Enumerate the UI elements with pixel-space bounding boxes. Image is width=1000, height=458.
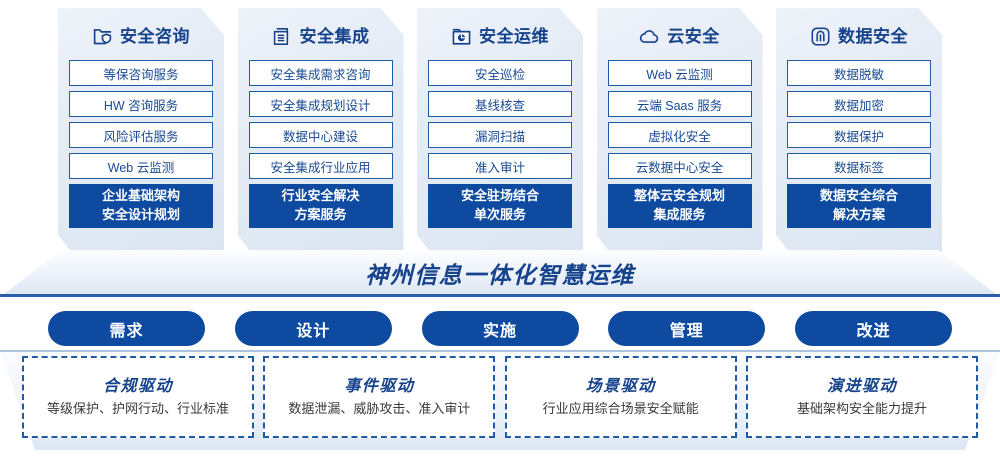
panel-item[interactable]: 基线核查	[428, 91, 572, 117]
panel-security-operations[interactable]: 安全运维 安全巡检 基线核查 漏洞扫描 准入审计 安全驻场结合单次服务	[417, 8, 583, 252]
driver-title: 事件驱动	[344, 378, 415, 395]
cloud-icon	[639, 26, 660, 47]
panel-item[interactable]: 数据脱敏	[787, 60, 931, 86]
banner-bottom-edge	[0, 294, 1000, 297]
drivers-top-edge	[0, 350, 1000, 352]
driver-title: 场景驱动	[585, 378, 656, 395]
panel-security-consulting[interactable]: 安全咨询 等保咨询服务 HW 咨询服务 风险评估服务 Web 云监测 企业基础架…	[58, 8, 224, 252]
panel-footer[interactable]: 整体云安全规划集成服务	[607, 184, 752, 228]
stage-pill-design[interactable]: 设计	[234, 311, 392, 346]
panel-item[interactable]: 云端 Saas 服务	[607, 91, 752, 117]
panel-title: 安全集成	[299, 26, 370, 46]
panel-title: 数据安全	[838, 26, 908, 46]
driver-scenario[interactable]: 场景驱动 行业应用综合场景安全赋能	[504, 356, 737, 438]
panel-item[interactable]: 等保咨询服务	[69, 60, 213, 86]
panel-item[interactable]: 安全集成规划设计	[248, 91, 393, 117]
panel-item[interactable]: Web 云监测	[607, 60, 752, 86]
panel-footer[interactable]: 安全驻场结合单次服务	[428, 184, 572, 228]
panel-item-list: 安全集成需求咨询 安全集成规划设计 数据中心建设 安全集成行业应用	[248, 60, 393, 179]
panel-header: 安全集成	[272, 22, 370, 50]
panel-item[interactable]: 安全集成行业应用	[248, 153, 393, 179]
driver-title: 演进驱动	[826, 378, 897, 395]
panel-footer[interactable]: 企业基础架构安全设计规划	[69, 184, 213, 228]
panel-item[interactable]: 风险评估服务	[69, 122, 213, 148]
stacked-servers-icon	[272, 26, 293, 47]
stage-pill-implementation[interactable]: 实施	[421, 311, 579, 346]
stage-pill-management[interactable]: 管理	[608, 311, 766, 346]
panel-header: 云安全	[639, 22, 720, 50]
panel-item-list: 等保咨询服务 HW 咨询服务 风险评估服务 Web 云监测	[69, 60, 213, 179]
stage-pill-improvement[interactable]: 改进	[795, 311, 952, 346]
drivers-list: 合规驱动 等级保护、护网行动、行业标准 事件驱动 数据泄漏、威胁攻击、准入审计 …	[22, 356, 978, 438]
panel-security-integration[interactable]: 安全集成 安全集成需求咨询 安全集成规划设计 数据中心建设 安全集成行业应用 行…	[237, 8, 404, 252]
platform-banner: 神州信息一体化智慧运维	[0, 250, 1000, 297]
panel-item[interactable]: 准入审计	[428, 153, 572, 179]
panel-item[interactable]: 云数据中心安全	[607, 153, 752, 179]
panel-footer[interactable]: 数据安全综合解决方案	[787, 184, 931, 228]
folder-clock-icon	[451, 26, 472, 47]
panel-item-list: 数据脱敏 数据加密 数据保护 数据标签	[787, 60, 931, 179]
driver-compliance[interactable]: 合规驱动 等级保护、护网行动、行业标准	[22, 356, 254, 438]
panel-item[interactable]: 虚拟化安全	[607, 122, 752, 148]
panel-data-security[interactable]: 数据安全 数据脱敏 数据加密 数据保护 数据标签 数据安全综合解决方案	[776, 8, 942, 252]
driver-description: 数据泄漏、威胁攻击、准入审计	[288, 401, 471, 416]
panel-item[interactable]: 数据标签	[787, 153, 931, 179]
fingerprint-icon	[810, 26, 831, 47]
category-panels: 安全咨询 等保咨询服务 HW 咨询服务 风险评估服务 Web 云监测 企业基础架…	[58, 8, 942, 252]
panel-item[interactable]: HW 咨询服务	[69, 91, 213, 117]
driver-incident[interactable]: 事件驱动 数据泄漏、威胁攻击、准入审计	[263, 356, 496, 438]
panel-item-list: 安全巡检 基线核查 漏洞扫描 准入审计	[428, 60, 572, 179]
panel-title: 云安全	[667, 26, 720, 46]
panel-item[interactable]: 数据中心建设	[248, 122, 393, 148]
panel-title: 安全咨询	[120, 26, 190, 46]
panel-item[interactable]: 漏洞扫描	[428, 122, 572, 148]
panel-title: 安全运维	[479, 26, 549, 46]
panel-item[interactable]: Web 云监测	[69, 153, 213, 179]
stage-pill-requirement[interactable]: 需求	[48, 311, 205, 346]
driver-description: 等级保护、护网行动、行业标准	[46, 401, 229, 416]
panel-header: 数据安全	[810, 22, 908, 50]
folder-shield-icon	[92, 26, 113, 47]
banner-shape	[0, 250, 1000, 297]
driver-title: 合规驱动	[102, 378, 173, 395]
driver-description: 基础架构安全能力提升	[796, 401, 927, 416]
panel-header: 安全运维	[451, 22, 549, 50]
panel-item[interactable]: 安全集成需求咨询	[248, 60, 393, 86]
lifecycle-stages: 需求 设计 实施 管理 改进	[48, 311, 952, 346]
panel-footer[interactable]: 行业安全解决方案服务	[248, 184, 393, 228]
panel-item[interactable]: 数据加密	[787, 91, 931, 117]
panel-header: 安全咨询	[92, 22, 190, 50]
driver-description: 行业应用综合场景安全赋能	[542, 401, 699, 416]
banner-title: 神州信息一体化智慧运维	[365, 261, 635, 288]
panel-cloud-security[interactable]: 云安全 Web 云监测 云端 Saas 服务 虚拟化安全 云数据中心安全 整体云…	[596, 8, 763, 252]
panel-item[interactable]: 安全巡检	[428, 60, 572, 86]
driver-evolution[interactable]: 演进驱动 基础架构安全能力提升	[745, 356, 978, 438]
panel-item-list: Web 云监测 云端 Saas 服务 虚拟化安全 云数据中心安全	[607, 60, 752, 179]
panel-item[interactable]: 数据保护	[787, 122, 931, 148]
drivers-band: 合规驱动 等级保护、护网行动、行业标准 事件驱动 数据泄漏、威胁攻击、准入审计 …	[0, 350, 1000, 450]
